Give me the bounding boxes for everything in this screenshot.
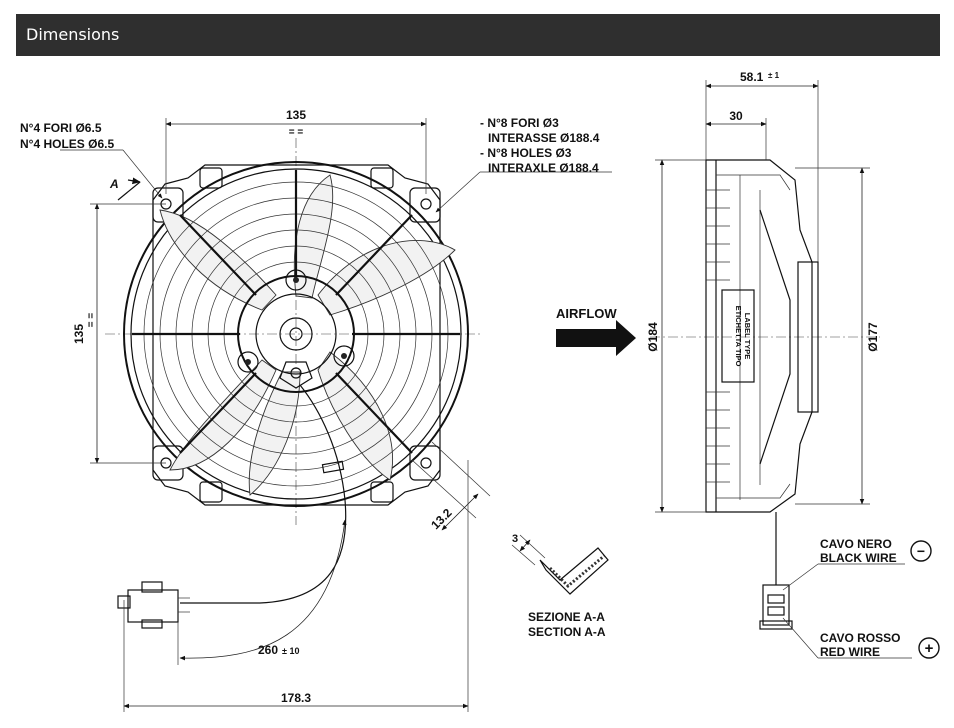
dim-section-thickness: 3 bbox=[512, 533, 518, 545]
dim-wire-length: 260 ± 10 bbox=[177, 519, 347, 665]
label-section-it: SEZIONE A-A bbox=[528, 610, 605, 624]
dim-inner-diameter-value: Ø177 bbox=[866, 322, 880, 352]
fan-shroud-inner bbox=[130, 168, 462, 500]
section-marker-label: A bbox=[109, 177, 119, 191]
airflow-indicator: AIRFLOW bbox=[556, 306, 636, 356]
front-view: 135 = = 135 = = N°4 FORI Ø6.5 N°4 HOLES … bbox=[20, 108, 612, 712]
dim-overall-width: 178.3 bbox=[123, 460, 469, 712]
svg-text:= =: = = bbox=[289, 127, 304, 138]
red-wire-callout: CAVO ROSSO RED WIRE + bbox=[782, 617, 940, 659]
label-holes8-en-1: - N°8 HOLES Ø3 bbox=[480, 146, 572, 160]
fan-shroud-outer bbox=[123, 161, 469, 507]
label-black-wire-en: BLACK WIRE bbox=[820, 551, 897, 565]
side-view: ETICHETTA TIPO LABEL TYPE Ø184 Ø177 58.1… bbox=[646, 70, 940, 659]
positive-terminal-icon bbox=[918, 637, 940, 659]
dim-depth-front: 30 bbox=[705, 109, 767, 160]
motor-face bbox=[255, 293, 337, 375]
motor-mount-screws bbox=[237, 269, 355, 373]
motor-shaft bbox=[289, 327, 303, 341]
dim-wire-length-tol: ± 10 bbox=[282, 646, 299, 656]
black-wire-callout: CAVO NERO BLACK WIRE − bbox=[782, 537, 932, 591]
dim-outer-diameter-value: Ø184 bbox=[646, 322, 660, 352]
label-holes8-it-2: INTERASSE Ø188.4 bbox=[488, 131, 600, 145]
header-title: Dimensions bbox=[26, 25, 120, 44]
dim-wire-length-value: 260 bbox=[258, 643, 278, 657]
dim-depth-total: 58.1 ± 1 bbox=[705, 70, 819, 262]
label-holes4-it: N°4 FORI Ø6.5 bbox=[20, 121, 102, 135]
side-motor bbox=[797, 261, 819, 413]
label-holes8-en-2: INTERAXLE Ø188.4 bbox=[488, 161, 599, 175]
motor-shaft-outer bbox=[279, 317, 313, 351]
label-black-wire-it: CAVO NERO bbox=[820, 537, 892, 551]
section-a-a: 3 SEZIONE A-A SECTION A-A bbox=[511, 533, 609, 639]
dim-depth-total-value: 58.1 bbox=[740, 70, 764, 84]
positive-symbol: + bbox=[925, 640, 934, 657]
svg-text:= =: = = bbox=[86, 313, 97, 328]
wire-exit-boot bbox=[279, 361, 313, 389]
section-marker: A bbox=[109, 177, 141, 201]
airflow-label: AIRFLOW bbox=[556, 306, 617, 321]
dim-hole-spacing-side: 135 = = bbox=[72, 203, 166, 464]
airflow-arrow-icon bbox=[556, 320, 636, 356]
label-type-box bbox=[721, 289, 755, 383]
wire-connector bbox=[117, 581, 190, 629]
guard-spokes bbox=[132, 170, 460, 454]
motor-housing bbox=[237, 275, 355, 393]
dim-hole-spacing-top: 135 = = bbox=[165, 108, 427, 194]
dim-hole-spacing-top-value: 135 bbox=[286, 108, 306, 122]
wire-exit-hole bbox=[290, 367, 302, 379]
dim-depth-front-value: 30 bbox=[729, 109, 743, 123]
negative-symbol: − bbox=[917, 543, 925, 559]
label-red-wire-en: RED WIRE bbox=[820, 645, 880, 659]
label-holes8-it-1: - N°8 FORI Ø3 bbox=[480, 116, 559, 130]
dim-bracket-offset-value: 13.2 bbox=[428, 505, 455, 532]
dim-overall-width-value: 178.3 bbox=[281, 691, 311, 705]
dim-hole-spacing-side-value: 135 bbox=[72, 324, 86, 344]
dim-depth-total-tol: ± 1 bbox=[768, 71, 780, 80]
label-holes4-en: N°4 HOLES Ø6.5 bbox=[20, 137, 114, 151]
leader-8-holes: - N°8 FORI Ø3 INTERASSE Ø188.4 - N°8 HOL… bbox=[435, 116, 612, 213]
label-section-en: SECTION A-A bbox=[528, 625, 606, 639]
negative-terminal-icon bbox=[910, 540, 932, 562]
label-red-wire-it: CAVO ROSSO bbox=[820, 631, 900, 645]
leader-4-holes: N°4 FORI Ø6.5 N°4 HOLES Ø6.5 bbox=[20, 121, 163, 199]
label-box-line-2: LABEL TYPE bbox=[743, 313, 752, 360]
wire-clip bbox=[321, 460, 345, 474]
section-header: Dimensions bbox=[16, 14, 940, 56]
label-box-line-1: ETICHETTA TIPO bbox=[734, 306, 743, 367]
side-connector bbox=[759, 584, 793, 630]
side-fins bbox=[706, 189, 730, 483]
dim-inner-diameter: Ø177 bbox=[795, 167, 880, 505]
dim-outer-diameter: Ø184 bbox=[646, 159, 706, 513]
